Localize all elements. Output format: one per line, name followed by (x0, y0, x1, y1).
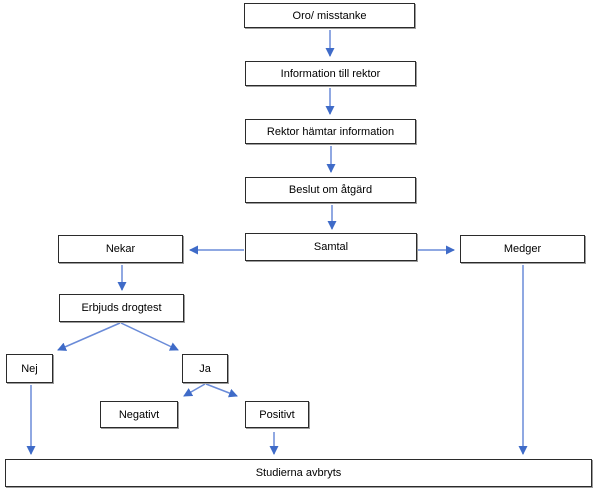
node-beslut-om-atgard: Beslut om åtgärd (245, 177, 416, 203)
node-label: Studierna avbryts (255, 467, 342, 479)
node-oro-misstanke: Oro/ misstanke (244, 3, 415, 28)
node-label: Erbjuds drogtest (81, 302, 162, 314)
node-label: Positivt (259, 408, 295, 421)
node-studierna-avbryts: Studierna avbryts (5, 459, 592, 487)
node-label: Nej (21, 362, 38, 375)
node-positivt: Positivt (245, 401, 309, 428)
node-samtal: Samtal (245, 233, 417, 261)
node-nej: Nej (6, 354, 53, 383)
arrow-erbjuds-to-ja (120, 322, 179, 351)
node-label: Negativt (118, 408, 160, 421)
node-rektor-hamtar-information: Rektor hämtar information (245, 119, 416, 144)
node-label: Nekar (105, 243, 136, 255)
node-medger: Medger (460, 235, 585, 263)
node-label: Ja (199, 362, 211, 375)
node-label: Beslut om åtgärd (288, 184, 373, 196)
node-ja: Ja (182, 354, 228, 383)
node-label: Oro/ misstanke (292, 9, 367, 22)
node-label: Information till rektor (280, 67, 381, 80)
node-label: Medger (503, 243, 542, 255)
node-label: Samtal (313, 241, 349, 253)
node-label: Rektor hämtar information (266, 125, 395, 138)
arrow-ja-to-positivt (205, 383, 238, 398)
arrow-ja-to-negativt (183, 383, 206, 397)
arrow-erbjuds-to-nej (57, 322, 121, 351)
node-information-till-rektor: Information till rektor (245, 61, 416, 86)
node-nekar: Nekar (58, 235, 183, 263)
node-erbjuds-drogtest: Erbjuds drogtest (59, 294, 184, 322)
node-negativt: Negativt (100, 401, 178, 428)
